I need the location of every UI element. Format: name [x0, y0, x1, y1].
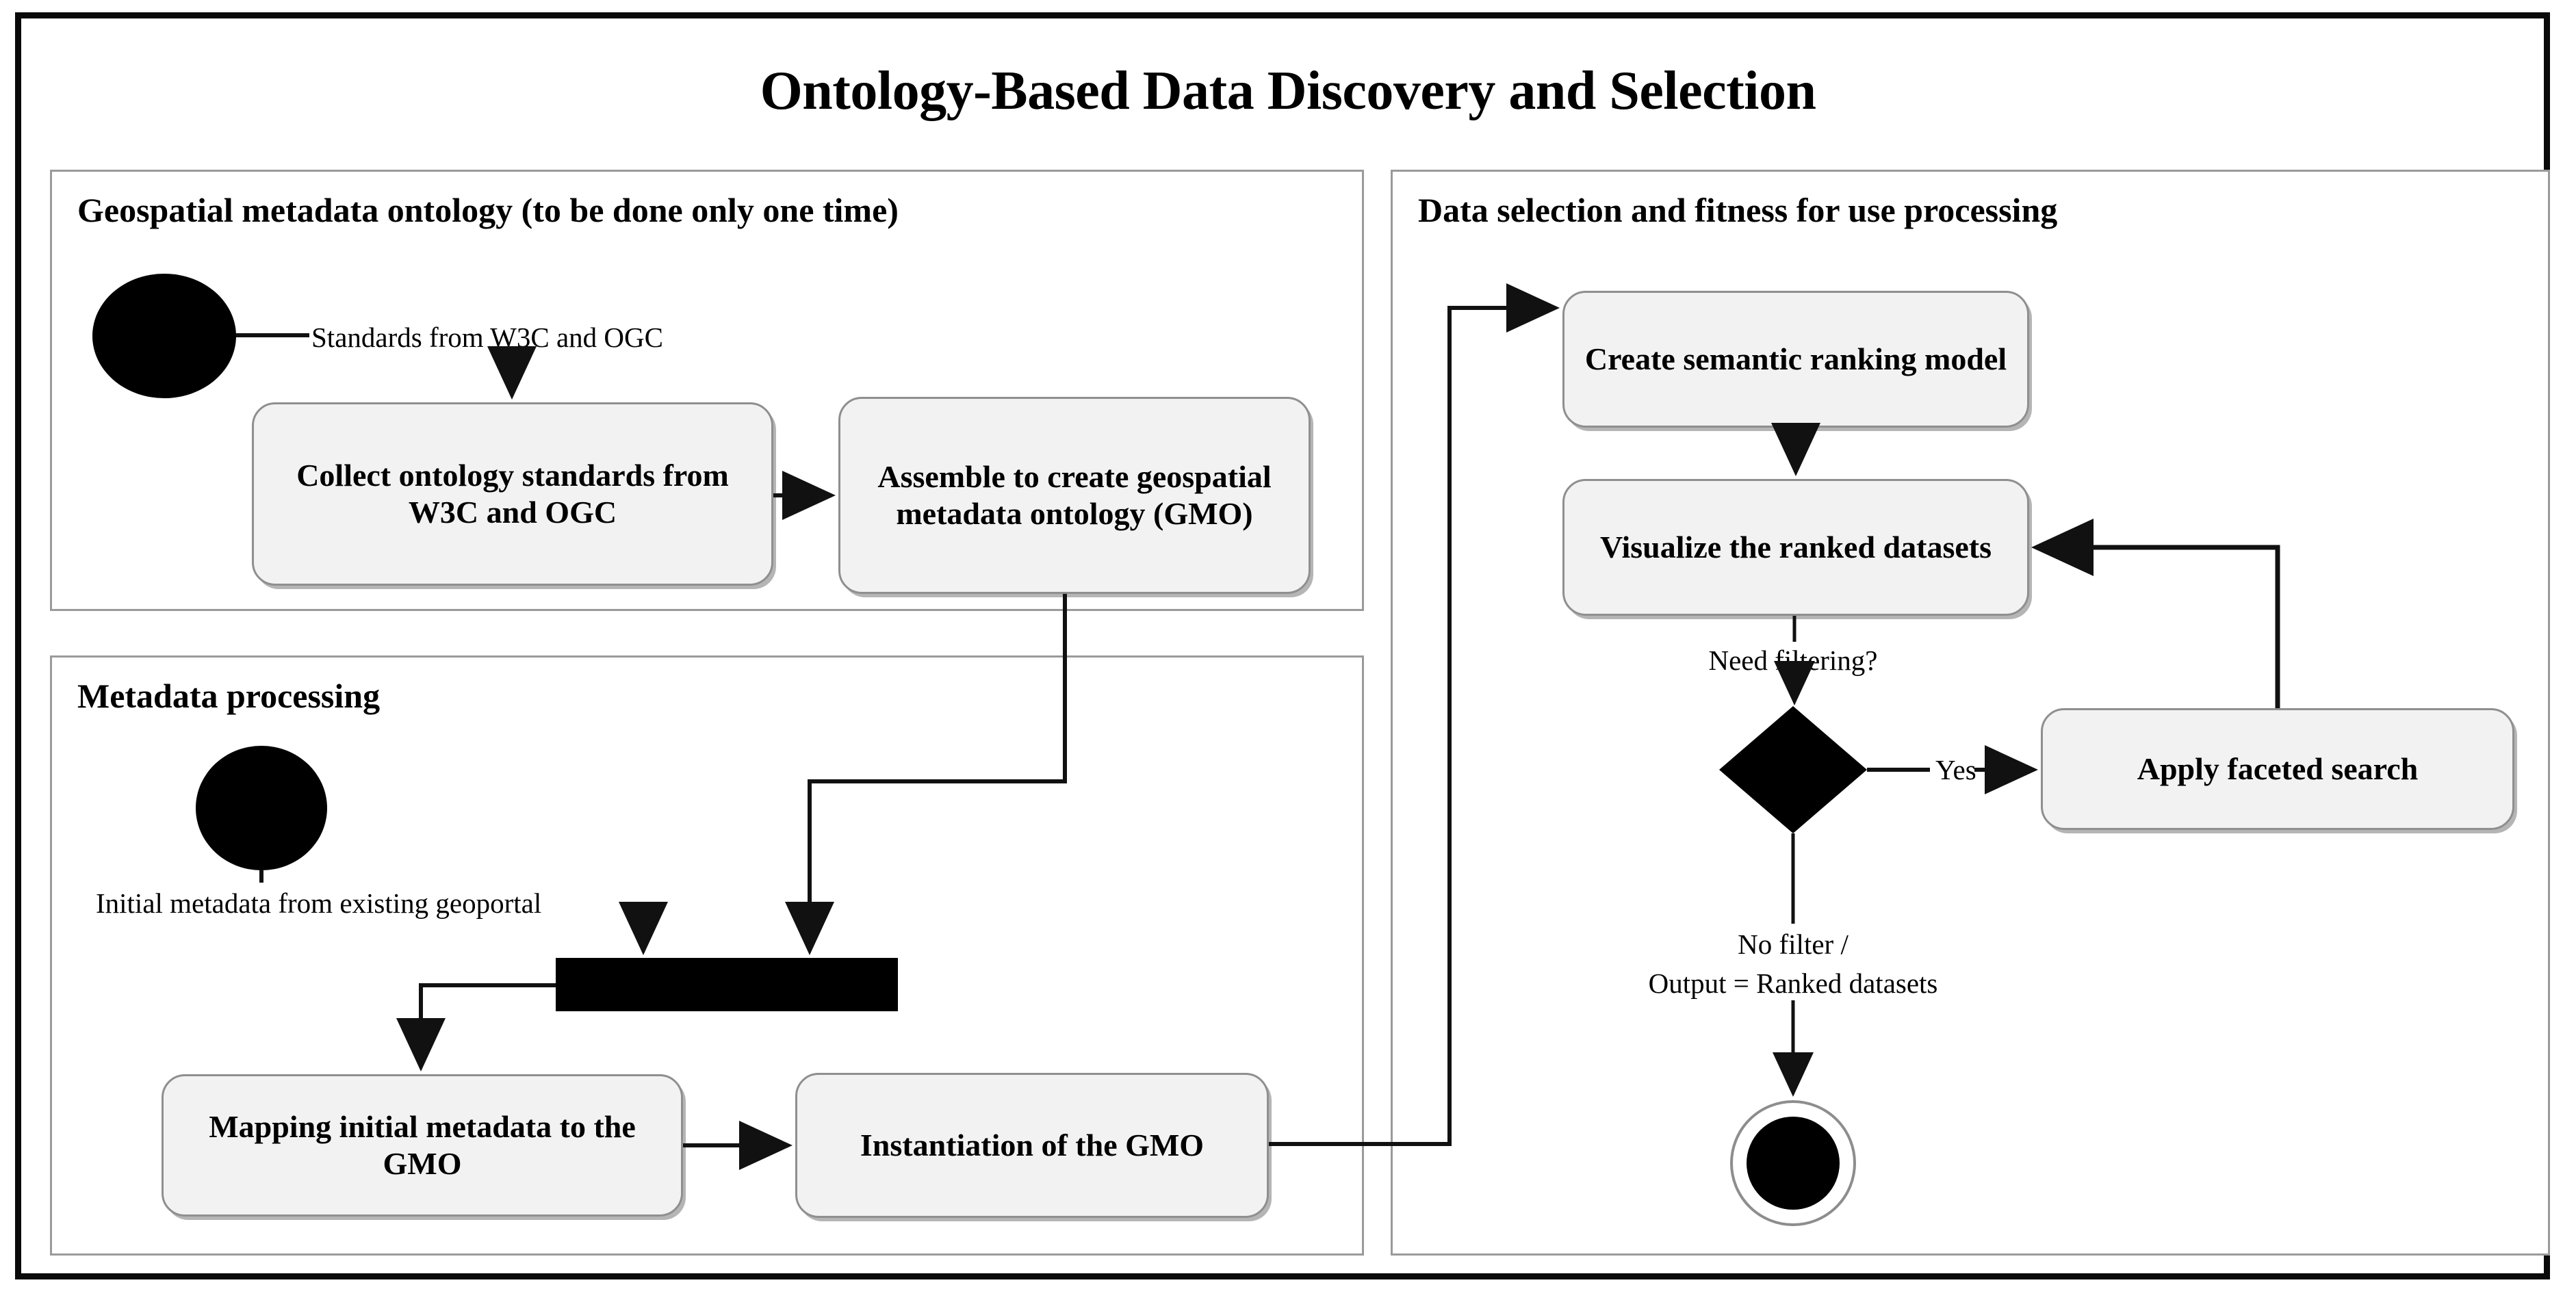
join-node-bar — [556, 958, 898, 1011]
edge-label-no-filter-line1: No filter / — [1738, 928, 1849, 960]
edge-label-need-filtering: Need filtering? — [1708, 645, 1878, 676]
initial-node-standards — [92, 274, 236, 398]
partition-metadata-title: Metadata processing — [77, 677, 381, 715]
partition-ontology-title: Geospatial metadata ontology (to be done… — [77, 191, 899, 229]
activity-mapping-initial[interactable]: Mapping initial metadata to the GMO — [162, 1074, 683, 1217]
initial-node-initial-metadata — [196, 746, 327, 870]
final-node-inner — [1747, 1117, 1840, 1210]
edge-label-no-filter-line2: Output = Ranked datasets — [1648, 967, 1938, 999]
activity-assemble-gmo[interactable]: Assemble to create geospatial metadata o… — [838, 397, 1311, 594]
activity-create-ranking-model[interactable]: Create semantic ranking model — [1562, 291, 2029, 428]
edge-label-standards-source: Standards from W3C and OGC — [311, 322, 663, 353]
activity-visualize-ranked[interactable]: Visualize the ranked datasets — [1562, 479, 2029, 616]
activity-collect-standards[interactable]: Collect ontology standards from W3C and … — [252, 402, 773, 586]
activity-instantiation-gmo[interactable]: Instantiation of the GMO — [795, 1073, 1269, 1218]
activity-apply-faceted-search[interactable]: Apply faceted search — [2041, 708, 2514, 830]
edge-label-initial-metadata-source: Initial metadata from existing geoportal — [96, 887, 542, 919]
edge-label-yes: Yes — [1935, 754, 1976, 785]
page-title: Ontology-Based Data Discovery and Select… — [760, 61, 1816, 121]
partition-selection-title: Data selection and fitness for use proce… — [1418, 191, 2058, 229]
